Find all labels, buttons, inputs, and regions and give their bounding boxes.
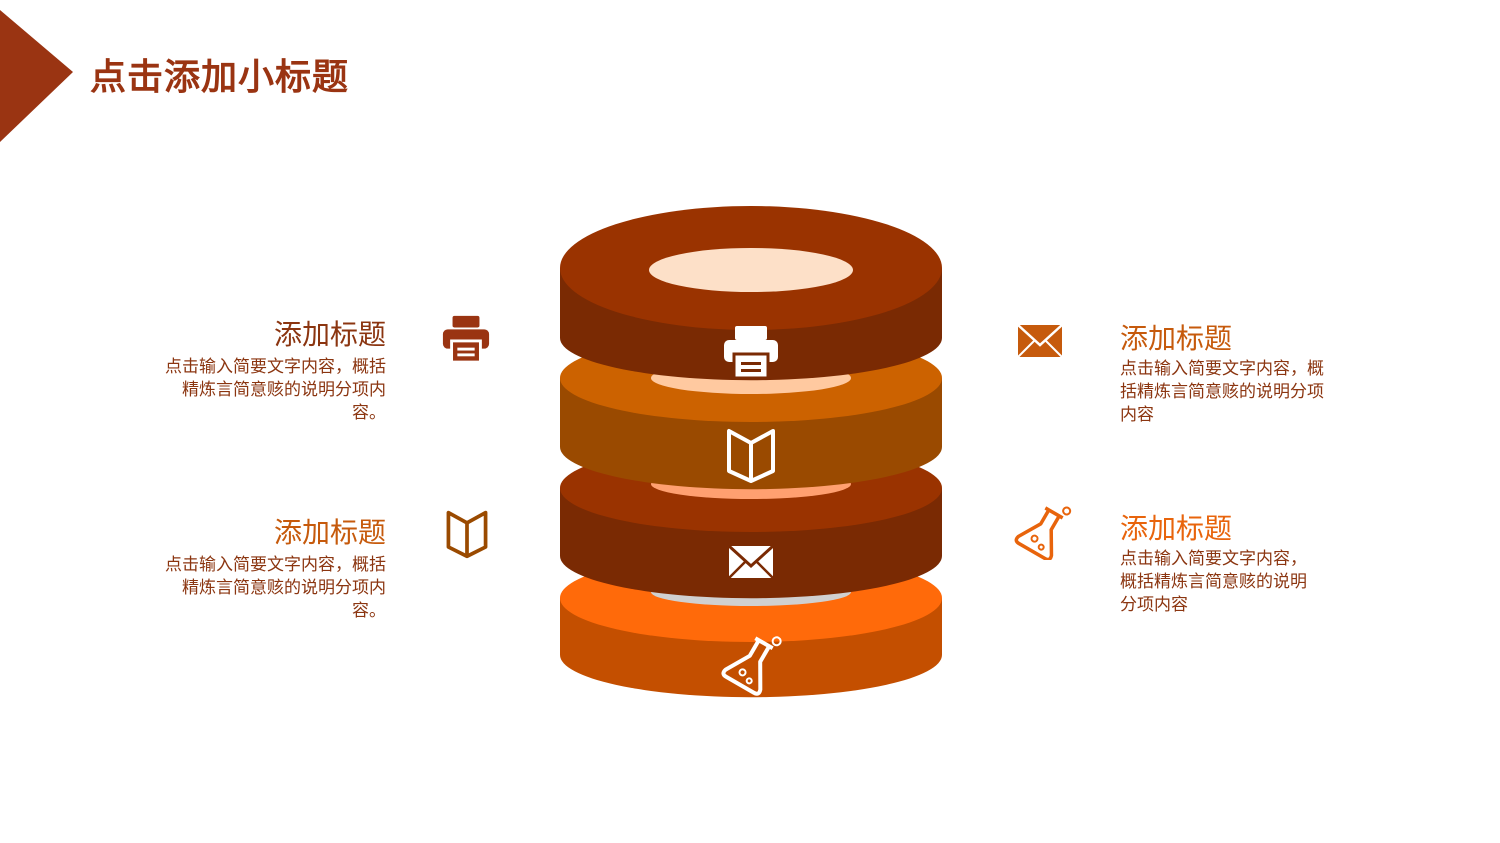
flask-icon — [1014, 506, 1072, 560]
item-title-3[interactable]: 添加标题 — [1120, 322, 1233, 355]
envelope-icon — [1017, 324, 1063, 358]
item-desc-2[interactable]: 点击输入简要文字内容，概括精炼言简意赅的说明分项内容。 — [165, 555, 386, 621]
item-desc-4[interactable]: 点击输入简要文字内容，概括精炼言简意赅的说明分项内容 — [1120, 549, 1307, 615]
printer-icon — [442, 315, 490, 364]
item-title-2[interactable]: 添加标题 — [273, 516, 386, 549]
page-title[interactable]: 点击添加小标题 — [90, 57, 350, 98]
item-desc-1[interactable]: 点击输入简要文字内容，概括精炼言简意赅的说明分项内容。 — [165, 357, 386, 423]
item-title-4[interactable]: 添加标题 — [1120, 512, 1233, 545]
item-title-1[interactable]: 添加标题 — [273, 318, 386, 351]
printer-icon — [724, 326, 778, 380]
flask-icon — [721, 636, 782, 696]
book-icon — [446, 510, 488, 559]
stack-layer-1 — [560, 206, 942, 381]
corner-arrow-decoration — [0, 10, 73, 142]
book-icon — [727, 429, 775, 483]
envelope-icon — [727, 544, 775, 579]
item-desc-3[interactable]: 点击输入简要文字内容，概括精炼言简意赅的说明分项内容 — [1120, 359, 1324, 425]
